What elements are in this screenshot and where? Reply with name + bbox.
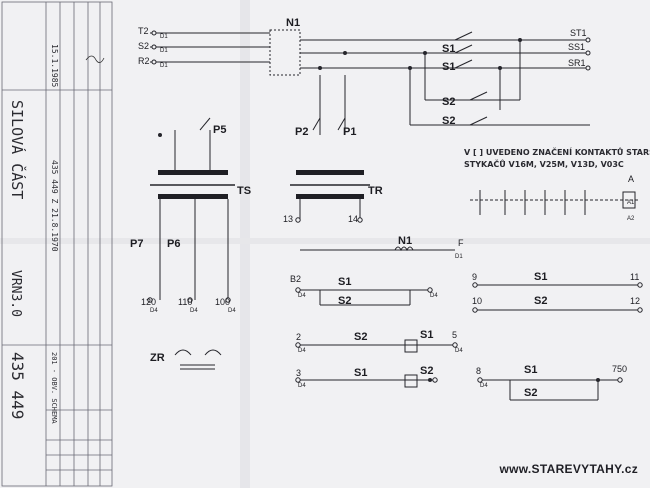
junction-dots <box>158 38 600 382</box>
label-d4-h: D4 <box>298 383 306 389</box>
title-texts: SILOVÁ ČÁST VRN3.0 435 449 15.1.1985 435… <box>8 44 105 424</box>
note-line-2: STYKAČŮ V16M, V25M, V13D, V03C <box>464 158 624 169</box>
note-line-1: V [ ] UVEDENO ZNAČENÍ KONTAKTŮ STARŠÍCH <box>464 146 650 157</box>
note-block: V [ ] UVEDENO ZNAČENÍ KONTAKTŮ STARŠÍCH … <box>464 146 650 169</box>
label-d1-b: D1 <box>160 48 168 54</box>
label-sr1: SR1 <box>568 58 586 68</box>
contact-symbols <box>199 31 488 131</box>
label-p6: P6 <box>167 238 180 250</box>
power-lines <box>150 29 590 170</box>
transformer-ts <box>150 170 235 199</box>
label-s2-a: S2 <box>442 96 455 108</box>
signature-mark <box>85 55 105 63</box>
label-a: A <box>628 174 634 184</box>
title-block <box>1 1 113 487</box>
label-d4-b: D4 <box>190 308 198 314</box>
secondary-lines <box>159 199 361 370</box>
label-ss1: SS1 <box>568 42 585 52</box>
label-p1: P1 <box>343 126 356 138</box>
label-s2-d: S2 <box>354 331 367 343</box>
label-s2-f: S2 <box>534 295 547 307</box>
label-zr: ZR <box>150 352 165 364</box>
label-d1-d: D1 <box>455 254 463 260</box>
label-14: 14 <box>348 214 358 224</box>
label-a1: A1 <box>627 200 635 206</box>
label-11: 11 <box>630 272 639 282</box>
label-d4-c: D4 <box>228 308 236 314</box>
label-p7: P7 <box>130 238 143 250</box>
label-750: 750 <box>612 364 627 374</box>
label-s1-a: S1 <box>442 43 455 55</box>
label-d1-c: D1 <box>160 63 168 69</box>
title-name: SILOVÁ ČÁST <box>8 100 27 199</box>
label-10: 10 <box>472 296 482 306</box>
title-ref: 435 449 Z 21.8.1970 <box>50 160 59 252</box>
control-circuits <box>300 246 640 401</box>
label-3: 3 <box>296 368 301 378</box>
label-s2-b: S2 <box>442 115 455 127</box>
label-b2: B2 <box>290 274 301 284</box>
title-type: VRN3.0 <box>8 270 23 317</box>
label-s1-f: S1 <box>534 271 547 283</box>
label-2: 2 <box>296 332 301 342</box>
label-r2: R2 <box>138 56 150 66</box>
label-s2-c: S2 <box>338 295 351 307</box>
label-12: 12 <box>630 296 640 306</box>
label-s1-g: S1 <box>524 364 537 376</box>
label-ts: TS <box>237 185 251 197</box>
label-s2-g: S2 <box>524 387 537 399</box>
site-watermark: www.STAREVYTAHY.cz <box>499 462 638 476</box>
terminal-rings <box>147 30 643 383</box>
label-100: 100 <box>215 297 230 307</box>
label-d4-f: D4 <box>298 348 306 354</box>
label-p5: P5 <box>213 124 226 136</box>
label-st1: ST1 <box>570 28 587 38</box>
relay-contacts <box>470 190 640 215</box>
label-tr: TR <box>368 185 383 197</box>
label-p2: P2 <box>295 126 308 138</box>
label-f: F <box>458 238 464 248</box>
label-d4-d: D4 <box>298 293 306 299</box>
title-date: 15.1.1985 <box>50 44 59 88</box>
label-120: 120 <box>141 297 156 307</box>
label-d4-g: D4 <box>455 348 463 354</box>
label-9: 9 <box>472 272 477 282</box>
drawing-number: 435 449 <box>8 352 27 419</box>
label-a2: A2 <box>627 216 635 222</box>
label-110: 110 <box>178 297 192 307</box>
component-labels: N1 T2 S2 R2 ST1 SS1 SR1 S1 S1 S2 S2 P5 P… <box>130 17 640 399</box>
label-s2: S2 <box>138 41 149 51</box>
label-n1-coil: N1 <box>398 235 412 247</box>
label-s1-e: S1 <box>420 329 433 341</box>
label-n1: N1 <box>286 17 300 29</box>
label-s1-b: S1 <box>442 61 455 73</box>
label-s1-d: S1 <box>354 367 367 379</box>
label-8: 8 <box>476 366 481 376</box>
label-d4-a: D4 <box>150 308 158 314</box>
label-s1-c: S1 <box>338 276 351 288</box>
title-schema: 201 - OBV. SCHEMA <box>50 352 58 424</box>
label-d1-a: D1 <box>160 34 168 40</box>
label-d4-e: D4 <box>430 293 438 299</box>
label-d4-i: D4 <box>480 383 488 389</box>
label-5: 5 <box>452 330 457 340</box>
label-13: 13 <box>283 214 293 224</box>
label-t2: T2 <box>138 26 149 36</box>
label-s2-e: S2 <box>420 365 433 377</box>
transformer-tr <box>290 170 370 199</box>
